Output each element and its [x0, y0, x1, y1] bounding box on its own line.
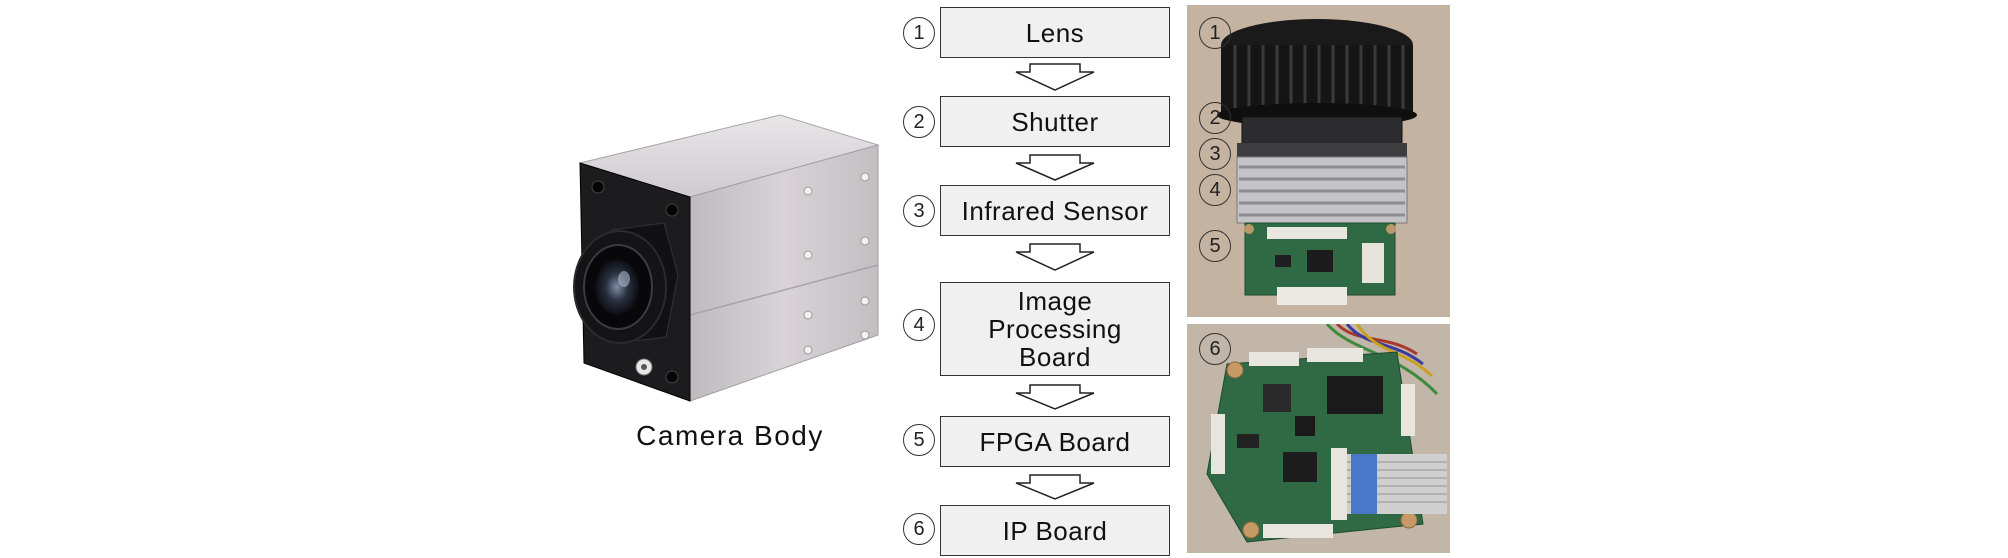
step-number-2: 2	[903, 106, 935, 138]
step-label-fpga-board: FPGA Board	[979, 426, 1131, 457]
step-box-ip-board: IP Board	[940, 505, 1170, 556]
step-box-fpga-board: FPGA Board	[940, 416, 1170, 467]
step-box-shutter: Shutter	[940, 96, 1170, 147]
step-number-6: 6	[903, 513, 935, 545]
step-number-1: 1	[903, 17, 935, 49]
step-number-3: 3	[903, 195, 935, 227]
step-label-lens: Lens	[1025, 17, 1085, 48]
step-label-shutter: Shutter	[1011, 106, 1099, 137]
camera-core-photo	[1187, 5, 1450, 317]
camera-body-caption: Camera Body	[636, 420, 824, 451]
step-label-image-processing-board: Image Processing Board	[988, 286, 1122, 372]
step-box-infrared-sensor: Infrared Sensor	[940, 185, 1170, 236]
flow-arrows	[1015, 63, 1095, 500]
hollow-down-arrow-icon	[1015, 243, 1095, 271]
photo-marker-2: 2	[1199, 102, 1231, 134]
hollow-down-arrow-icon	[1015, 154, 1095, 181]
step-number-4: 4	[903, 309, 935, 341]
lens-glass	[595, 259, 639, 315]
step-box-lens: Lens	[940, 7, 1170, 58]
step-box-image-processing-board: Image Processing Board	[940, 282, 1170, 376]
photo-marker-1: 1	[1199, 17, 1231, 49]
photo-marker-5: 5	[1199, 230, 1231, 262]
step-label-ip-board: IP Board	[1002, 515, 1108, 546]
step-number-5: 5	[903, 424, 935, 456]
hollow-down-arrow-icon	[1015, 63, 1095, 91]
camera-body-image	[573, 114, 880, 402]
ip-board-photo	[1187, 324, 1450, 553]
hollow-down-arrow-icon	[1015, 384, 1095, 410]
hollow-down-arrow-icon	[1015, 474, 1095, 500]
step-label-infrared-sensor: Infrared Sensor	[961, 195, 1149, 226]
photo-marker-6: 6	[1199, 333, 1231, 365]
photo-marker-3: 3	[1199, 138, 1231, 170]
photo-marker-4: 4	[1199, 174, 1231, 206]
